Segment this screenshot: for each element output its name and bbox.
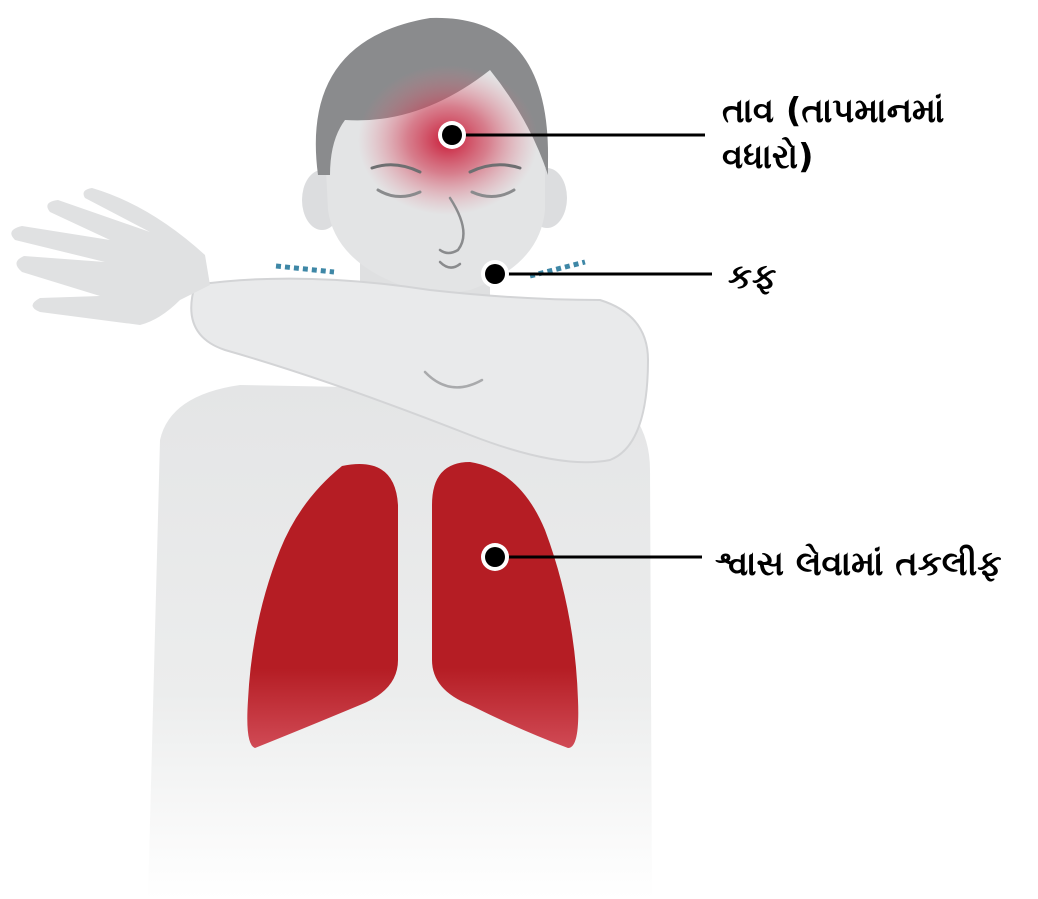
- cough-marker-icon: [481, 260, 509, 288]
- fever-label-line2: વધારો): [722, 134, 944, 180]
- fever-marker-icon: [438, 121, 466, 149]
- hand: [11, 188, 210, 325]
- lungs-marker-icon: [481, 543, 509, 571]
- cough-label: કફ: [728, 254, 776, 300]
- breathing-difficulty-label: શ્વાસ લેવામાં તકલીફ: [715, 541, 1002, 587]
- fever-label-line1: તાવ (તાપમાનમાં: [722, 88, 944, 134]
- fever-label: તાવ (તાપમાનમાં વધારો): [722, 88, 944, 180]
